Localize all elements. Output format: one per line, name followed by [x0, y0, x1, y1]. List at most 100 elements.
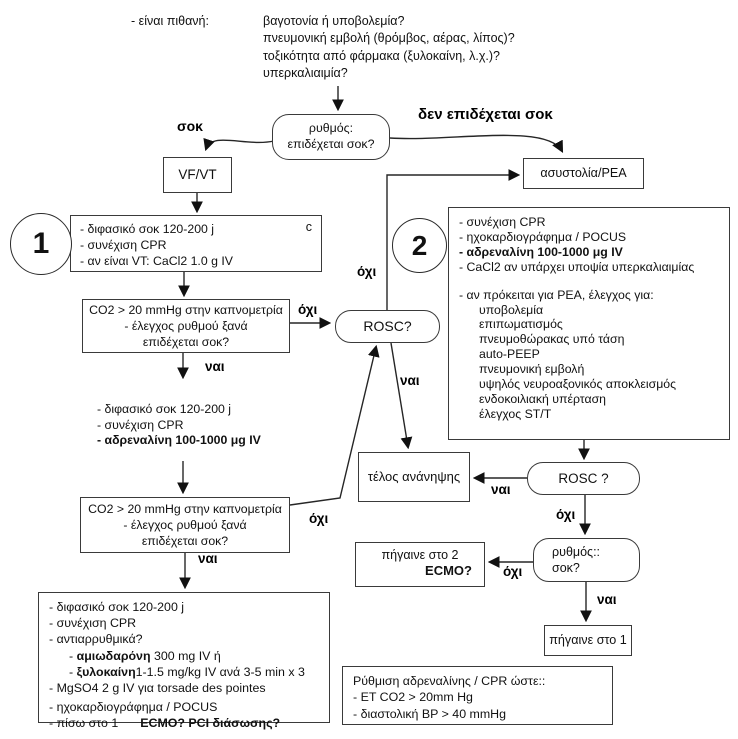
capno2-line: CO2 > 20 mmHg στην καπνομετρία [88, 502, 282, 516]
step2-pea-cause: πνευμοθώρακας υπό τάση [479, 332, 625, 347]
final-line: - αντιαρρυθμικά? [49, 632, 143, 647]
shock-again-line-adrenaline: - αδρεναλίνη 100-1000 μg IV [97, 433, 261, 448]
capno2-line: επιδέχεται σοκ? [141, 534, 229, 548]
decision-line: επιδέχεται σοκ? [287, 137, 375, 151]
goto1-label: πήγαινε στο 1 [549, 632, 627, 647]
node-asystole-label: ασυστολία/PEA [540, 165, 627, 180]
step2-line-adrenaline: - αδρεναλίνη 100-1000 μg IV [459, 244, 623, 259]
step2-pea-cause: πνευμονική εμβολή [479, 362, 585, 377]
note-line: πνευμονική εμβολή (θρόμβος, αέρας, λίπος… [263, 31, 515, 46]
step2-line: - ηχοκαρδιογράφημα / POCUS [459, 229, 627, 244]
step2-pea-cause: ενδοκοιλιακή υπέρταση [479, 391, 607, 406]
edge-rhythm-to-vfvt [203, 137, 275, 152]
capno2-line: - έλεγχος ρυθμού ξανά [123, 518, 247, 532]
note-line: βαγοτονία ή υποβολεμία? [263, 14, 405, 28]
step2-number: 2 [411, 229, 428, 261]
edge-label-yes-3: ναι [400, 373, 420, 388]
rhythm-shock-line: σοκ? [552, 560, 580, 575]
end-resuscitation-label: τέλος ανάνηψης [367, 469, 461, 485]
branch-label-shock: σοκ [177, 118, 203, 134]
step2-pea-cause: auto-PEEP [479, 347, 540, 362]
goto2-label: πήγαινε στο 2 [381, 548, 459, 562]
step1-corner-note: c [305, 220, 312, 234]
top-notes-list: βαγοτονία ή υποβολεμία? πνευμονική εμβολ… [263, 13, 515, 83]
note-line: υπερκαλιαιμία? [263, 66, 348, 81]
node-goto2-ecmo: πήγαινε στο 2 ECMO? [355, 542, 485, 587]
final-line: - ηχοκαρδιογράφημα / POCUS [49, 700, 218, 715]
edge-roscmid-to-end [390, 342, 413, 450]
node-vfvt-label: VF/VT [178, 167, 217, 183]
step1-line: - αν είναι VT: CaCl2 1.0 g IV [80, 254, 233, 269]
capno1-line: CO2 > 20 mmHg στην καπνομετρία [89, 303, 283, 317]
ecmo-pci-text: ECMO? PCI διάσωσης? [140, 716, 281, 731]
node-step1: c - διφασικό σοκ 120-200 j - συνέχιση CP… [70, 215, 322, 272]
step2-pea-cause: έλεγχος ST/T [479, 406, 552, 421]
node-vfvt: VF/VT [163, 157, 232, 193]
step1-badge: 1 [10, 213, 72, 275]
branch-label-not-shockable: δεν επιδέχεται σοκ [418, 106, 553, 123]
final-line-amiodarone: - αμιωδαρόνη 300 mg IV ή [49, 648, 319, 664]
edge-rhythm-to-asystole [389, 134, 564, 153]
adjust-line: - ET CO2 > 20mm Hg [353, 690, 473, 705]
final-line: - MgSO4 2 g IV για torsade des pointes [49, 681, 266, 696]
decision-rosc-mid: ROSC? [335, 310, 440, 343]
final-line: - διφασικό σοκ 120-200 j [49, 600, 185, 614]
node-capno-check-1: CO2 > 20 mmHg στην καπνομετρία - έλεγχος… [82, 299, 290, 353]
shock-again-line: - διφασικό σοκ 120-200 j [97, 402, 232, 416]
rosc-mid-label: ROSC? [363, 317, 412, 334]
decision-rhythm-shockable: ρυθμός: επιδέχεται σοκ? [272, 114, 390, 160]
rosc-right-label: ROSC ? [558, 470, 609, 486]
node-step2: - συνέχιση CPR - ηχοκαρδιογράφημα / POCU… [448, 207, 730, 440]
node-adjust-adrenaline: Ρύθμιση αδρεναλίνης / CPR ώστε:: - ET CO… [342, 666, 613, 725]
edge-label-yes-1: ναι [205, 359, 225, 374]
back-to-1-text: - πίσω στο 1 [49, 716, 119, 731]
edge-capno2-to-roscmid [289, 344, 380, 506]
decision-line: ρυθμός: [308, 121, 354, 136]
shock-again-line: - συνέχιση CPR [97, 417, 184, 432]
step2-line: - συνέχιση CPR [459, 215, 546, 229]
final-line-lidocaine: - ξυλοκαίνη1-1.5 mg/kg IV ανά 3-5 min x … [49, 664, 319, 680]
step2-pea-cause: υποβολεμία [479, 302, 544, 317]
final-line: - συνέχιση CPR [49, 616, 137, 631]
note-line: τοξικότητα από φάρμακα (ξυλοκαίνη, λ.χ.)… [263, 48, 500, 63]
edge-label-no-3: όχι [309, 511, 329, 526]
dose-text: 1-1.5 mg/kg IV ανά 3-5 min x 3 [135, 664, 305, 679]
step2-pea-cause: επιπωματισμός [479, 317, 563, 332]
step2-line: - CaCl2 αν υπάρχει υποψία υπερκαλιαιμίας [459, 259, 695, 274]
edge-label-yes-2: ναι [198, 551, 218, 566]
edge-label-yes-4: ναι [491, 482, 511, 497]
adjust-line: - διαστολική BP > 40 mmHg [353, 706, 507, 721]
rhythm-shock-line: ρυθμός:: [552, 545, 601, 559]
final-line-back-to-1: - πίσω στο 1 ECMO? PCI διάσωσης? [49, 715, 319, 731]
step2-pea-cause: υψηλός νευροαξονικός αποκλεισμός [479, 377, 677, 392]
edge-label-no-5: όχι [503, 564, 523, 579]
node-asystole-pea: ασυστολία/PEA [523, 158, 644, 189]
capno1-line: - έλεγχος ρυθμού ξανά [124, 319, 248, 333]
decision-rosc-right: ROSC ? [527, 462, 640, 495]
goto2-ecmo-label: ECMO? [425, 563, 472, 578]
edge-label-yes-5: ναι [597, 592, 617, 607]
edge-label-no-4: όχι [556, 507, 576, 522]
drug-amiodarone: αμιωδαρόνη [76, 648, 151, 663]
node-shock-again: - διφασικό σοκ 120-200 j - συνέχιση CPR … [97, 402, 261, 449]
edge-roscmid-to-asystole [386, 169, 521, 310]
node-end-resuscitation: τέλος ανάνηψης [358, 452, 470, 502]
step1-line: - συνέχιση CPR [80, 238, 167, 253]
step1-number: 1 [32, 227, 50, 260]
capno1-line: επιδέχεται σοκ? [142, 335, 230, 349]
bullet: - [69, 648, 77, 663]
top-notes-prefix: - είναι πιθανή: [131, 14, 209, 28]
bullet: - [69, 664, 77, 679]
node-capno-check-2: CO2 > 20 mmHg στην καπνομετρία - έλεγχος… [80, 497, 290, 553]
adjust-line: Ρύθμιση αδρεναλίνης / CPR ώστε:: [353, 674, 546, 688]
edge-label-no-2: όχι [357, 264, 377, 279]
step1-line: - διφασικό σοκ 120-200 j [80, 222, 215, 236]
drug-lidocaine: ξυλοκαίνη [76, 664, 136, 679]
node-final-treatment: - διφασικό σοκ 120-200 j - συνέχιση CPR … [38, 592, 330, 730]
node-goto1: πήγαινε στο 1 [544, 625, 632, 656]
edge-label-no-1: όχι [298, 302, 318, 317]
decision-rhythm-shock: ρυθμός:: σοκ? [533, 538, 640, 582]
dose-text: 300 mg IV ή [150, 648, 221, 663]
